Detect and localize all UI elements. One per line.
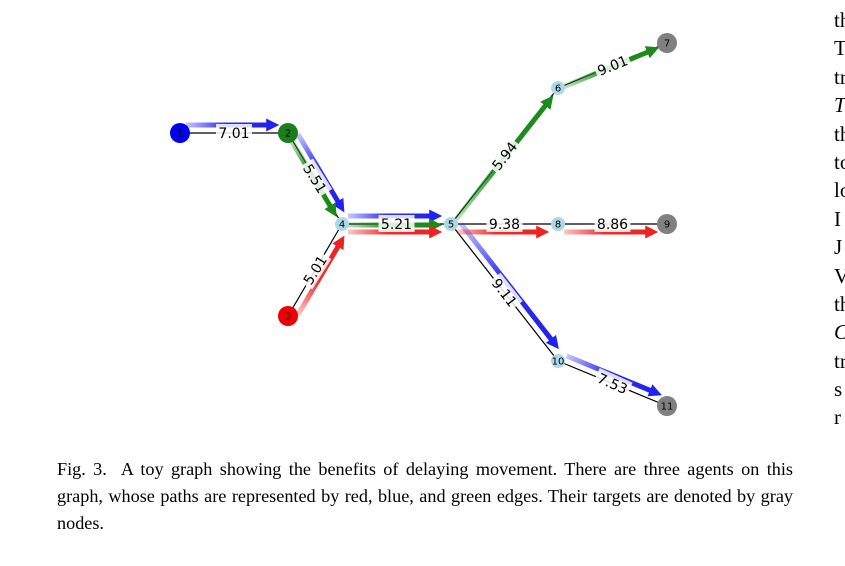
column-line: r (834, 405, 841, 430)
column-line: th (834, 8, 845, 32)
column-line: to (834, 149, 845, 174)
edge-label-5-8: 9.38 (486, 215, 523, 233)
graph-nodes: 1 2 3 4 5 6 7 8 9 10 11 (170, 33, 677, 416)
column-line: lo (834, 178, 845, 203)
edge-weight: 7.01 (218, 126, 249, 142)
edge-weight: 9.01 (595, 53, 630, 80)
adjacent-column-text: th T tr T th to lo I J V th C tr s r (834, 0, 845, 430)
node-label-9: 9 (664, 220, 670, 231)
edge-weight: 7.53 (595, 371, 630, 398)
column-line: V (834, 263, 845, 288)
node-label-1: 1 (177, 129, 183, 140)
column-line: s (834, 377, 843, 402)
node-label-10: 10 (552, 357, 565, 368)
graph-node-9: 9 (657, 214, 677, 234)
graph-node-5: 5 (444, 217, 458, 231)
column-line: C (834, 312, 845, 344)
graph-node-1: 1 (170, 123, 190, 143)
column-line: th (834, 291, 845, 316)
node-label-6: 6 (555, 84, 561, 95)
graph-node-2: 2 (278, 123, 298, 143)
graph-node-4: 4 (335, 217, 349, 231)
node-label-2: 2 (285, 129, 291, 140)
caption-text: A toy graph showing the benefits of dela… (57, 459, 793, 533)
path-segment-red-3-4 (295, 235, 345, 317)
column-line: tr (834, 348, 845, 373)
edge-label-4-5: 5.21 (378, 215, 415, 233)
graph-node-3: 3 (278, 306, 298, 326)
graph-node-10: 10 (551, 354, 565, 368)
edge-label-8-9: 8.86 (594, 215, 631, 233)
edge-weight: 9.38 (489, 217, 520, 233)
edge-weight: 5.21 (381, 217, 412, 233)
column-line: T (834, 93, 845, 118)
caption-label: Fig. 3. (57, 459, 107, 479)
node-label-11: 11 (661, 402, 674, 413)
column-line: th (834, 121, 845, 146)
node-label-5: 5 (448, 220, 454, 231)
graph-node-6: 6 (551, 81, 565, 95)
graph-node-11: 11 (657, 396, 677, 416)
edge-label-1-2: 7.01 (216, 124, 252, 142)
node-label-8: 8 (555, 220, 561, 231)
column-line: J (834, 235, 843, 260)
edge-label-6-7: 9.01 (592, 50, 633, 80)
graph-node-7: 7 (657, 33, 677, 53)
column-line: tr (834, 64, 845, 89)
node-label-7: 7 (664, 39, 670, 50)
figure-caption: Fig. 3.A toy graph showing the benefits … (57, 456, 793, 537)
column-line: T (834, 36, 845, 61)
agent-paths (186, 46, 662, 397)
graph-node-8: 8 (551, 217, 565, 231)
node-label-4: 4 (339, 220, 345, 231)
edge-weight: 8.86 (597, 217, 628, 233)
column-line: I (834, 206, 841, 231)
node-label-3: 3 (285, 312, 291, 323)
